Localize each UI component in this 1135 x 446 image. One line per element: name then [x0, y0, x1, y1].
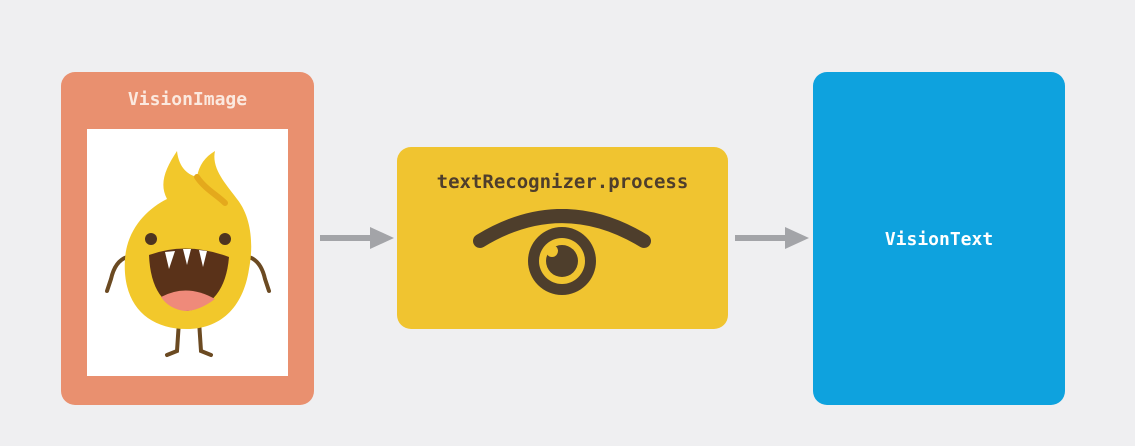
vision-text-label: VisionText: [884, 229, 994, 250]
vision-text-box: VisionText: [813, 72, 1065, 405]
flame-mascot-image: [105, 151, 271, 357]
vision-image-box: VisionImage: [61, 72, 314, 405]
vision-image-label: VisionImage: [127, 89, 248, 110]
text-recognizer-label: textRecognizer.process: [436, 171, 689, 193]
arrow-right-icon: [735, 227, 809, 249]
eye-icon: [473, 209, 651, 295]
text-recognizer-box: textRecognizer.process: [397, 147, 728, 329]
arrow-right-icon: [320, 227, 394, 249]
vision-image-frame: [87, 129, 288, 376]
